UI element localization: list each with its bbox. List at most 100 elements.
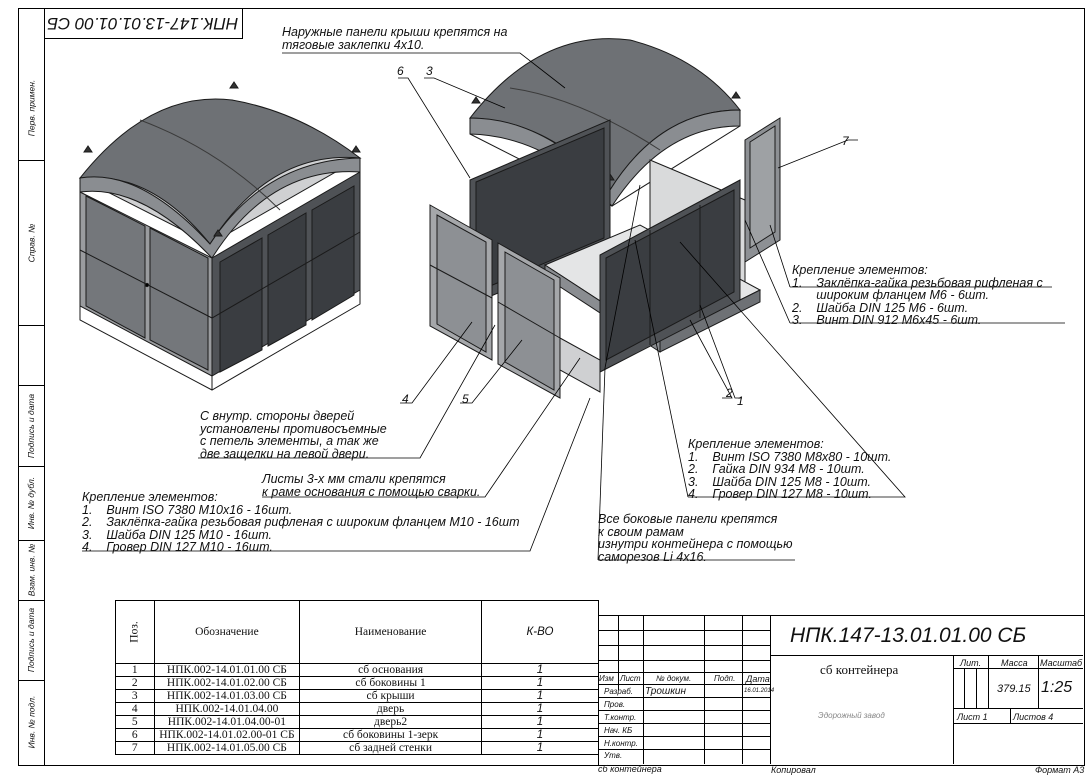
note-fixing-mid: Крепление элементов: 1. Винт ISO 7380 М8… [688, 437, 892, 501]
spec-head-pos-text: Поз. [128, 621, 141, 643]
mass-label: Масса [1001, 658, 1028, 668]
cell: сб боковины 1 [299, 676, 482, 690]
role-tcontrol: Т.контр. [604, 713, 637, 722]
spec-head-code: Обозначение [153, 600, 301, 664]
col-date: Дата [746, 674, 770, 684]
cell: 1 [480, 663, 600, 677]
callout-3: 3 [426, 64, 433, 78]
cell: 1 [480, 676, 600, 690]
note-sheets: Листы 3-х мм стали крепятся к раме основ… [262, 472, 481, 499]
cell: 1 [480, 715, 600, 729]
side-label: Инв. № дубл. [26, 476, 36, 529]
side-cell: Инв. № подл. [18, 680, 44, 764]
side-cell: Справ. № [18, 160, 44, 326]
developer-name: Трошкин [645, 686, 686, 697]
side-cell: Подпись и дата [18, 600, 44, 681]
side-label: Подпись и дата [26, 607, 36, 673]
side-cell: Инв. № дубл. [18, 465, 44, 541]
role-approve: Утв. [604, 751, 623, 760]
cell: 6 [115, 728, 155, 742]
company-name: Эдорожный завод [818, 711, 885, 720]
cell: сб задней стенки [299, 741, 482, 755]
cell: НПК.002-14.01.05.00 СБ [153, 741, 301, 755]
col-sign: Подп. [714, 674, 736, 683]
side-label: Перв. примен. [26, 79, 36, 136]
cell: НПК.002-14.01.02.00 СБ [153, 676, 301, 690]
footer-mid: Копировал [771, 765, 816, 775]
callout-5: 5 [462, 392, 469, 406]
col-izm: Изм [599, 674, 614, 683]
cell: 1 [115, 663, 155, 677]
spec-head-pos: Поз. [115, 600, 155, 664]
footer-right: Формат А3 [1035, 765, 1085, 775]
side-cell: Подпись и дата [18, 385, 44, 467]
sheet-label: Лист 1 [957, 712, 988, 722]
cell: НПК.002-14.01.02.00-01 СБ [153, 728, 301, 742]
assembly-drawing [78, 38, 1065, 561]
side-cell: Перв. примен. [18, 55, 44, 161]
side-label: Справ. № [26, 223, 37, 262]
side-cell: Взам. инв. № [18, 540, 44, 601]
col-list: Лист [620, 674, 641, 683]
callout-4: 4 [402, 392, 409, 406]
note-fixing-left: Крепление элементов: 1. Винт ISO 7380 М1… [82, 490, 520, 554]
role-ncontrol: Н.контр. [604, 739, 638, 748]
callout-7: 7 [842, 134, 849, 148]
cell: дверь2 [299, 715, 482, 729]
cell: 1 [480, 741, 600, 755]
mass-value: 379.15 [997, 683, 1031, 695]
sheets-label: Листов 4 [1013, 712, 1054, 722]
scale-label: Масштаб [1040, 658, 1083, 668]
callout-2: 2 [726, 386, 733, 400]
dev-date: 16.01.2014 [744, 688, 775, 694]
drawing-frame [44, 8, 1085, 766]
title-block-frame [598, 615, 1084, 765]
side-strip [18, 8, 45, 766]
role-head: Нач. КБ [604, 726, 633, 735]
cell: 5 [115, 715, 155, 729]
top-code-box: НПК.147-13.01.01.00 СБ [44, 8, 243, 39]
cell: дверь [299, 702, 482, 716]
cell: НПК.002-14.01.03.00 СБ [153, 689, 301, 703]
assembled-container [78, 81, 362, 391]
cell: сб боковины 1-зерк [299, 728, 482, 742]
note-fixing-right: Крепление элементов: 1. Заклёпка-гайка р… [792, 263, 1043, 327]
cell: 1 [480, 689, 600, 703]
side-label: Инв. № подл. [26, 695, 36, 749]
role-check: Пров. [604, 700, 626, 709]
callout-1: 1 [737, 394, 744, 408]
side-label: Взам. инв. № [26, 543, 37, 597]
callout-6: 6 [397, 64, 404, 78]
role-dev: Разраб. [604, 687, 633, 696]
scale-value: 1:25 [1041, 679, 1073, 696]
cell: НПК.002-14.01.04.00 [153, 702, 301, 716]
cell: 2 [115, 676, 155, 690]
note-panels: Все боковые панели крепятся к своим рама… [598, 512, 793, 564]
cell: НПК.002-14.01.04.00-01 [153, 715, 301, 729]
col-doc: № докум. [656, 674, 692, 683]
note-roof: Наружные панели крыши крепятся на тяговы… [282, 25, 508, 52]
cell: сб крыши [299, 689, 482, 703]
spec-head-name: Наименование [299, 600, 482, 664]
cell: 7 [115, 741, 155, 755]
cell: сб основания [299, 663, 482, 677]
footer-left: сб контейнера [598, 764, 662, 774]
cell: 4 [115, 702, 155, 716]
cell: НПК.002-14.01.01.00 СБ [153, 663, 301, 677]
title-code: НПК.147-13.01.01.00 СБ [790, 624, 1027, 647]
lit-label: Лит. [960, 658, 982, 668]
side-label: Подпись и дата [26, 393, 36, 459]
cell: 1 [480, 702, 600, 716]
note-doors: С внутр. стороны дверей установлены прот… [200, 409, 387, 461]
spec-head-qty: К-ВО [480, 600, 600, 664]
cell: 3 [115, 689, 155, 703]
title-name: сб контейнера [820, 662, 899, 677]
